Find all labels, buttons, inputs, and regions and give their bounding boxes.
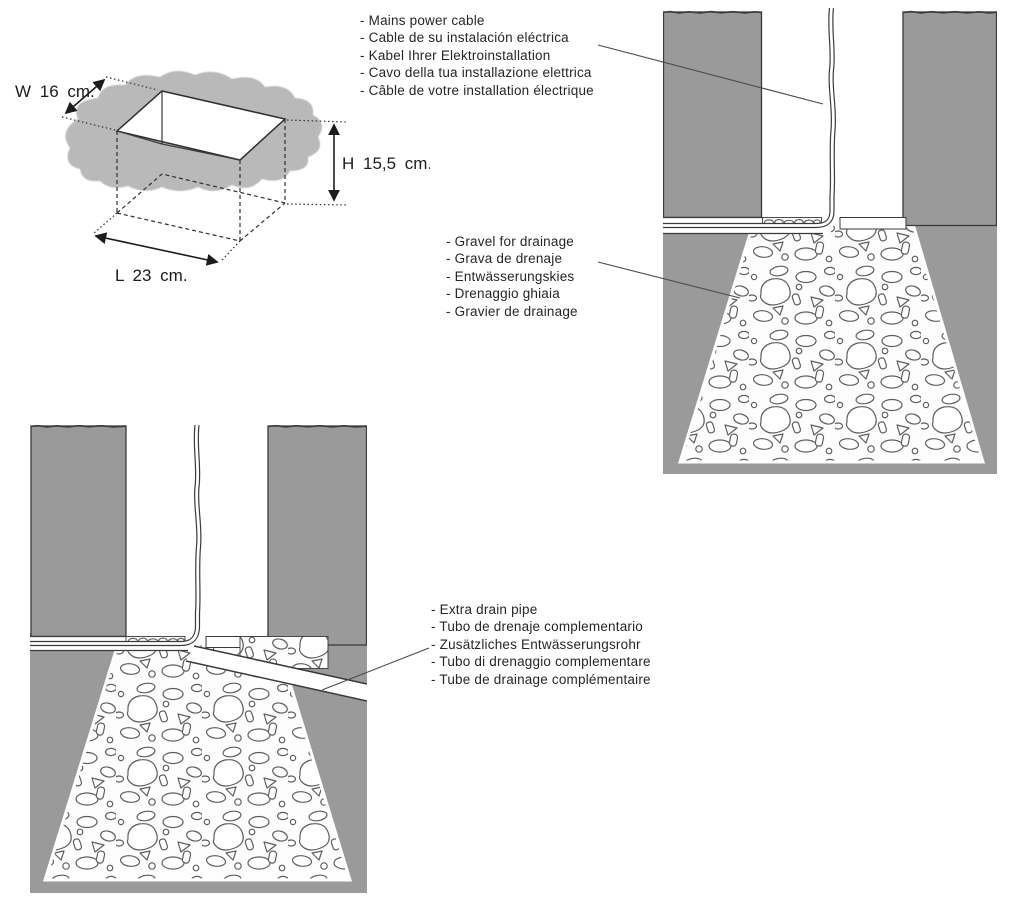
height-dimension: H 15,5 cm. <box>286 119 430 206</box>
label-line: - Câble de votre installation électrique <box>360 82 594 98</box>
length-dimension: L 23 cm. <box>93 212 241 285</box>
length-label: L 23 cm. <box>115 266 188 285</box>
soil-top-edge <box>663 10 762 14</box>
soil-block-left <box>663 11 763 219</box>
label-line: - Tube de drainage complémentaire <box>431 671 651 687</box>
label-line: - Gravel for drainage <box>446 234 575 249</box>
label-line: - Kabel Ihrer Elektroinstallation <box>360 47 551 63</box>
soil-block-right <box>267 425 367 646</box>
gravel-drainage-label: - Gravel for drainage - Grava de drenaje… <box>446 233 578 320</box>
soil-top-edge <box>267 425 367 428</box>
soil-top-edge <box>902 10 997 14</box>
trench-sill <box>839 217 907 230</box>
height-label: H 15,5 cm. <box>342 154 430 173</box>
label-line: - Entwässerungskies <box>446 268 575 284</box>
label-line: - Extra drain pipe <box>431 602 538 617</box>
width-dimension: W 16 cm. <box>15 76 159 131</box>
label-line: - Zusätzliches Entwässerungsrohr <box>431 636 641 652</box>
label-line: - Mains power cable <box>360 13 485 28</box>
trench-cable-cross-section <box>663 8 997 474</box>
mains-cable <box>30 425 202 647</box>
label-line: - Cavo della tua installazione elettrica <box>360 65 592 81</box>
extra-drain-pipe-label: - Extra drain pipe - Tubo de drenaje com… <box>431 601 651 688</box>
mains-power-cable-label: - Mains power cable - Cable de su instal… <box>360 12 594 99</box>
label-line: - Drenaggio ghiaia <box>446 286 560 302</box>
soil-block-left <box>30 425 127 638</box>
label-line: - Grava de drenaje <box>446 251 563 267</box>
hole-dimensions-diagram: W 16 cm. H 15,5 cm. L 23 cm. <box>15 70 430 285</box>
label-line: - Tubo di drenaggio complementare <box>431 654 651 670</box>
soil-block-right <box>902 11 997 227</box>
width-label: W 16 cm. <box>15 82 95 101</box>
trench-drain-pipe-cross-section <box>30 425 367 893</box>
soil-top-edge <box>30 425 126 428</box>
label-line: - Cable de su instalación eléctrica <box>360 30 569 46</box>
mains-cable <box>663 8 837 229</box>
gravel-pocket <box>239 636 329 669</box>
label-line: - Tubo de drenaje complementario <box>431 619 644 635</box>
label-line: - Gravier de drainage <box>446 303 578 319</box>
